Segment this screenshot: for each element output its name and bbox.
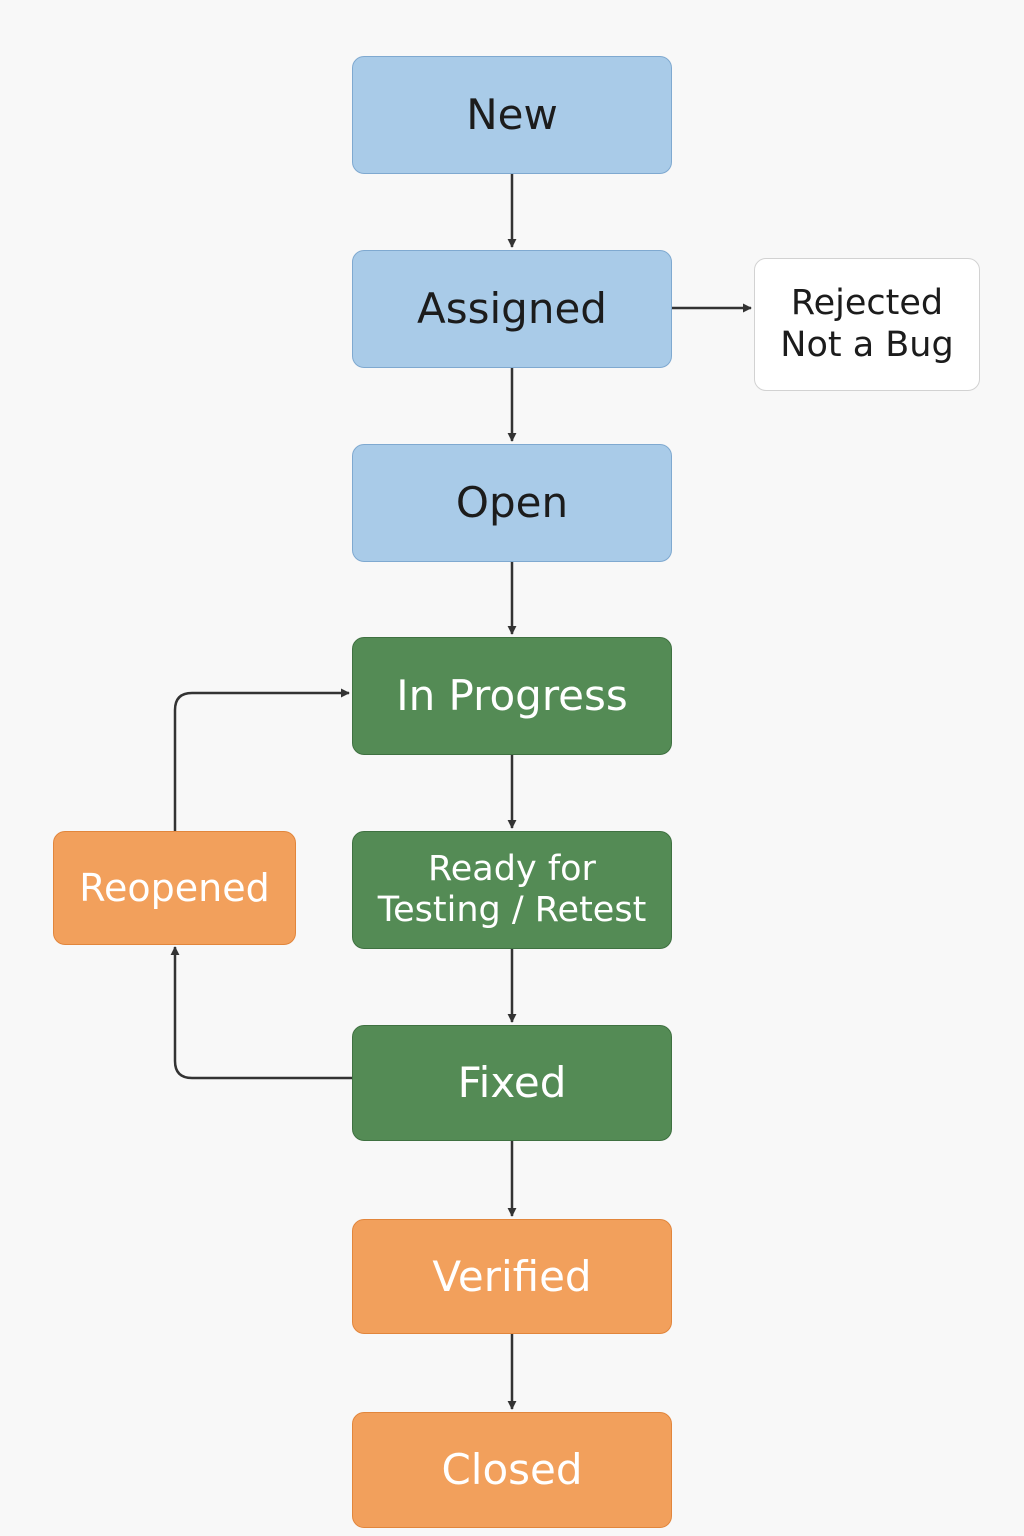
node-ready-label-line2: Testing / Retest — [377, 890, 647, 930]
node-reopened: Reopened — [53, 831, 296, 945]
node-new-label: New — [466, 90, 558, 140]
arrow-fixed-to-reopened — [170, 946, 352, 1080]
node-fixed: Fixed — [352, 1025, 672, 1141]
node-rejected: Rejected Not a Bug — [754, 258, 980, 391]
node-closed-label: Closed — [441, 1445, 583, 1495]
node-open: Open — [352, 444, 672, 562]
node-reopened-label: Reopened — [79, 865, 270, 910]
node-verified: Verified — [352, 1219, 672, 1334]
node-in-progress-label: In Progress — [396, 671, 628, 721]
node-assigned: Assigned — [352, 250, 672, 368]
node-ready-label-line1: Ready for — [428, 848, 596, 889]
node-rejected-label-line1: Rejected — [790, 283, 944, 324]
node-open-label: Open — [455, 478, 569, 528]
node-assigned-label: Assigned — [417, 284, 607, 334]
node-verified-label: Verified — [432, 1251, 592, 1301]
node-closed: Closed — [352, 1412, 672, 1528]
node-new: New — [352, 56, 672, 174]
node-in-progress: In Progress — [352, 637, 672, 755]
arrow-reopened-to-in-progress — [173, 688, 350, 831]
node-ready-for-testing: Ready for Testing / Retest — [352, 831, 672, 949]
node-fixed-label: Fixed — [457, 1058, 567, 1108]
node-rejected-label-line2: Not a Bug — [780, 324, 954, 365]
